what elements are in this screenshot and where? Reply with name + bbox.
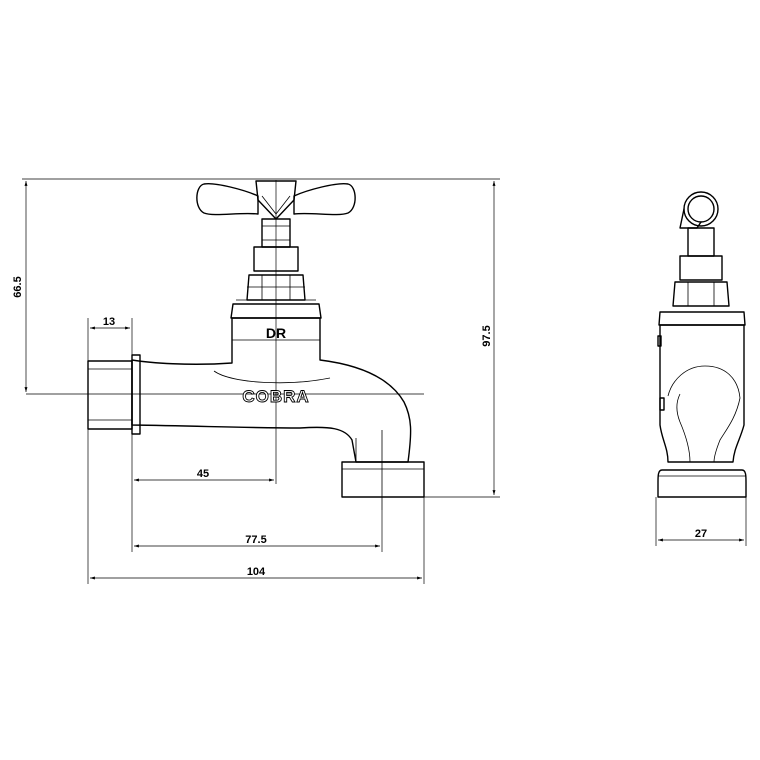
body-mark: DR xyxy=(266,325,286,341)
dim-thread-length: 13 xyxy=(103,316,115,328)
tap-body xyxy=(131,317,412,463)
front-view: DR COBRA xyxy=(26,180,425,510)
dim-height-total: 97.5 xyxy=(481,325,493,346)
dim-inlet-to-axis: 45 xyxy=(197,468,209,480)
dim-height-upper: 66.5 xyxy=(12,276,24,297)
dim-inlet-to-outlet: 77.5 xyxy=(245,534,266,546)
dim-side-width: 27 xyxy=(695,528,707,540)
cross-handle xyxy=(196,180,356,220)
outlet-nipple xyxy=(341,430,425,510)
dimension-lines: 66.5 97.5 13 45 77.5 104 27 xyxy=(12,178,747,584)
brand-mark: COBRA xyxy=(242,387,309,406)
side-view xyxy=(657,191,747,498)
dim-overall-length: 104 xyxy=(247,566,266,578)
